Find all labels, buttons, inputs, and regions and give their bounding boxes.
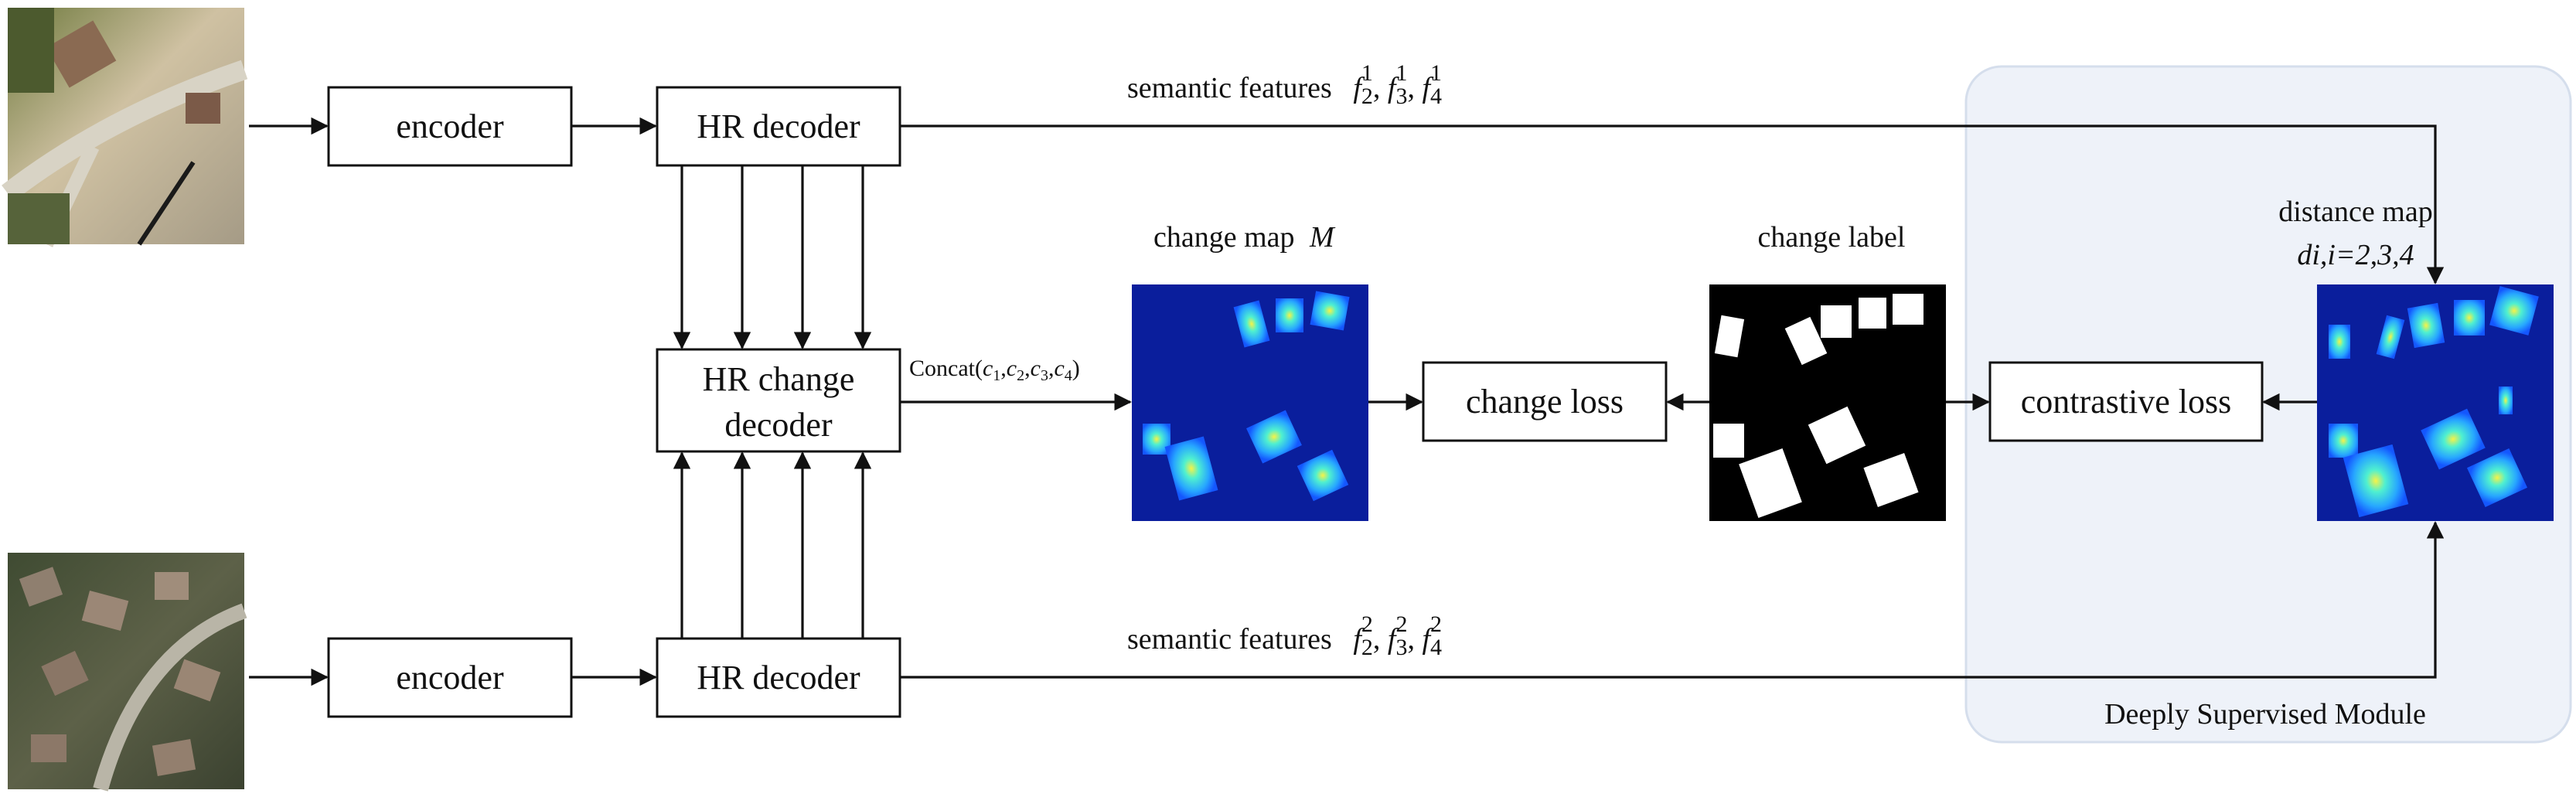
hr-decoder-bottom-label: HR decoder (697, 659, 860, 697)
change-loss-label: change loss (1466, 383, 1624, 421)
concat-label: Concat(c1,c2,c3,c4) (909, 356, 1080, 384)
change-map-image (1132, 284, 1368, 521)
change-label-image (1709, 284, 1946, 521)
input-image-t2 (8, 553, 247, 792)
change-loss-node: change loss (1422, 361, 1668, 442)
encoder-top-node: encoder (327, 86, 573, 167)
edge-bottom-semantic-to-distance (900, 521, 2445, 679)
semantic-features-top-label: semantic features f21, f31, f41 (1127, 60, 1442, 109)
change-label-caption: change label (1758, 221, 1906, 254)
distance-map-image (2317, 284, 2554, 521)
hr-change-decoder-label-line2: decoder (724, 406, 833, 444)
distance-map-caption-line1: distance map (2278, 196, 2432, 228)
encoder-bottom-label: encoder (396, 659, 504, 697)
hr-decoder-top-node: HR decoder (656, 86, 901, 167)
hr-decoder-top-label: HR decoder (697, 107, 860, 145)
contrastive-loss-node: contrastive loss (1988, 361, 2264, 442)
input-image-t1 (2, 8, 248, 247)
encoder-bottom-node: encoder (327, 637, 573, 718)
module-label: Deeply Supervised Module (2104, 698, 2426, 731)
distance-map-caption-line2: di,i=2,3,4 (2297, 239, 2414, 271)
encoder-top-label: encoder (396, 107, 504, 145)
edge-top-semantic-to-distance (900, 124, 2445, 284)
hr-change-decoder-node: HR change decoder (656, 348, 901, 453)
change-map-caption: change map M (1153, 221, 1336, 254)
edges (249, 117, 2445, 686)
contrastive-loss-label: contrastive loss (2021, 383, 2232, 421)
hr-change-decoder-label-line1: HR change (703, 360, 855, 398)
semantic-features-bottom-label: semantic features f22, f32, f42 (1127, 611, 1442, 660)
hr-decoder-bottom-node: HR decoder (656, 637, 901, 718)
